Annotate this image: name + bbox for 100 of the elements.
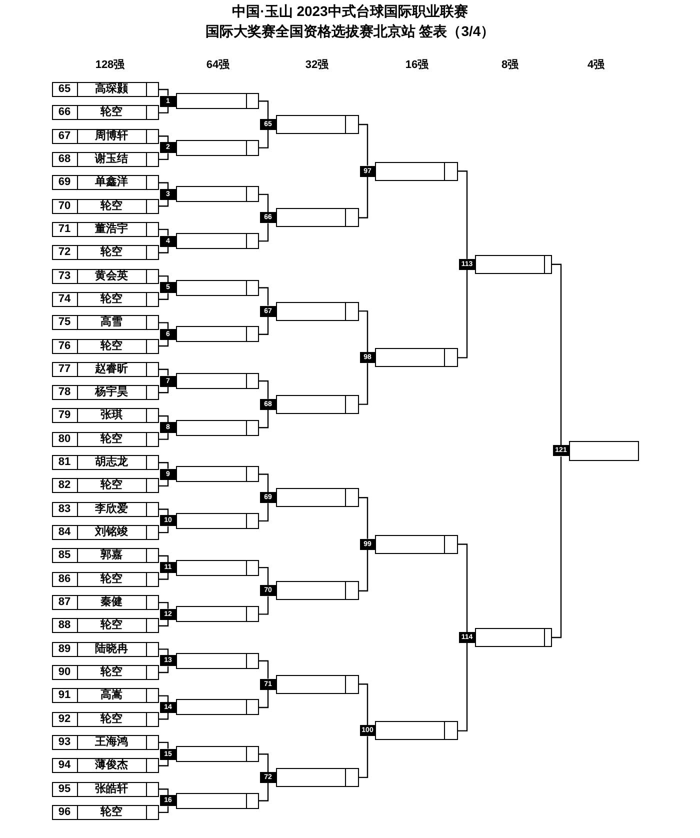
bracket-line bbox=[159, 368, 169, 376]
bracket-line bbox=[159, 806, 169, 814]
player-name: 黄会英 bbox=[95, 270, 128, 283]
bracket-line bbox=[159, 228, 169, 236]
player-name: 秦健 bbox=[100, 596, 122, 610]
round-header: 4强 bbox=[587, 58, 605, 72]
bracket-line bbox=[159, 153, 169, 160]
player-name: 陆晓冉 bbox=[95, 642, 128, 656]
player-row bbox=[52, 734, 159, 750]
bracket-line bbox=[159, 480, 169, 487]
bracket-line bbox=[259, 130, 269, 148]
seed-number: 82 bbox=[58, 479, 71, 492]
player-name: 杨宇昊 bbox=[95, 386, 128, 400]
player-name: 张琪 bbox=[100, 409, 122, 422]
bracket-line bbox=[159, 136, 169, 142]
bracket-line bbox=[159, 508, 169, 516]
bracket-line bbox=[458, 170, 468, 259]
round-header: 32强 bbox=[305, 58, 329, 72]
seed-number: 93 bbox=[58, 736, 71, 749]
bracket-line bbox=[259, 782, 269, 802]
player-name: 周博轩 bbox=[95, 130, 128, 143]
bracket-line bbox=[159, 712, 169, 720]
player-name: 轮空 bbox=[100, 806, 122, 819]
seed-number: 79 bbox=[58, 409, 71, 422]
bracket-line bbox=[159, 386, 169, 394]
player-row bbox=[52, 245, 159, 260]
bracket-line bbox=[458, 643, 468, 732]
title: 中国·玉山 2023中式台球国际职业联赛 bbox=[232, 3, 468, 20]
seed-number: 66 bbox=[58, 106, 71, 120]
player-row bbox=[52, 642, 159, 657]
player-row bbox=[52, 198, 159, 214]
player-row bbox=[52, 572, 159, 587]
seed-number: 88 bbox=[58, 619, 71, 632]
player-row bbox=[52, 618, 159, 634]
player-name: 单鑫洋 bbox=[95, 176, 128, 190]
player-row bbox=[52, 758, 159, 774]
player-row bbox=[52, 502, 159, 517]
player-row bbox=[52, 455, 159, 470]
player-name: 郭嘉 bbox=[100, 549, 122, 562]
bracket-line bbox=[359, 176, 368, 218]
player-row bbox=[52, 175, 159, 190]
bracket-line bbox=[159, 275, 169, 282]
player-row bbox=[52, 315, 159, 330]
player-name: 轮空 bbox=[100, 479, 122, 492]
player-row bbox=[52, 222, 159, 237]
bracket-line bbox=[259, 474, 269, 492]
bracket-line bbox=[359, 310, 368, 352]
seed-number: 91 bbox=[58, 689, 71, 702]
bracket-line bbox=[159, 246, 169, 254]
subtitle: 国际大奖赛全国资格选拔赛北京站 签表（3/4） bbox=[205, 23, 495, 40]
bracket-line bbox=[259, 596, 269, 615]
player-name: 王海鸿 bbox=[95, 736, 128, 749]
seed-number: 68 bbox=[58, 152, 71, 166]
bracket-line bbox=[159, 602, 169, 609]
player-row bbox=[52, 362, 159, 377]
bracket-line bbox=[159, 106, 169, 114]
bracket-line bbox=[458, 544, 468, 632]
player-name: 轮空 bbox=[100, 246, 122, 260]
seed-number: 73 bbox=[58, 270, 71, 283]
player-name: 轮空 bbox=[100, 432, 122, 446]
player-name: 轮空 bbox=[100, 292, 122, 306]
bracket-line bbox=[259, 316, 269, 335]
seed-number: 67 bbox=[58, 130, 71, 143]
player-name: 轮空 bbox=[100, 106, 122, 120]
bracket-line bbox=[552, 264, 562, 446]
bracket-line bbox=[259, 690, 269, 708]
bracket-line bbox=[259, 194, 269, 212]
player-row bbox=[52, 82, 159, 97]
player-row bbox=[52, 712, 159, 727]
bracket-line bbox=[458, 270, 468, 358]
round-header: 8强 bbox=[501, 58, 519, 72]
seed-number: 95 bbox=[58, 782, 71, 796]
player-name: 薄俊杰 bbox=[95, 759, 128, 772]
bracket-line bbox=[259, 566, 269, 586]
seed-number: 78 bbox=[58, 386, 71, 400]
bracket-line bbox=[159, 293, 169, 300]
player-name: 高琛颢 bbox=[95, 83, 128, 96]
seed-number: 71 bbox=[58, 222, 71, 236]
bracket-line bbox=[259, 223, 269, 242]
seed-number: 77 bbox=[58, 362, 71, 376]
player-name: 高雪 bbox=[100, 316, 122, 330]
bracket-line bbox=[159, 666, 169, 674]
seed-number: 81 bbox=[58, 456, 71, 470]
bracket-line bbox=[359, 684, 368, 726]
player-name: 张皓轩 bbox=[95, 782, 128, 796]
bracket-line bbox=[159, 742, 169, 749]
seed-number: 75 bbox=[58, 316, 71, 330]
seed-number: 84 bbox=[58, 526, 71, 540]
bracket-line bbox=[359, 124, 368, 166]
seed-number: 70 bbox=[58, 200, 71, 213]
player-name: 刘铭竣 bbox=[95, 526, 128, 540]
seed-number: 69 bbox=[58, 176, 71, 190]
player-row bbox=[52, 385, 159, 400]
bracket-line bbox=[159, 340, 169, 347]
player-name: 轮空 bbox=[100, 712, 122, 726]
player-name: 李欣爱 bbox=[95, 502, 128, 516]
bracket-line bbox=[359, 363, 368, 405]
bracket-line bbox=[159, 620, 169, 626]
player-row bbox=[52, 782, 159, 797]
bracket-line bbox=[159, 433, 169, 440]
